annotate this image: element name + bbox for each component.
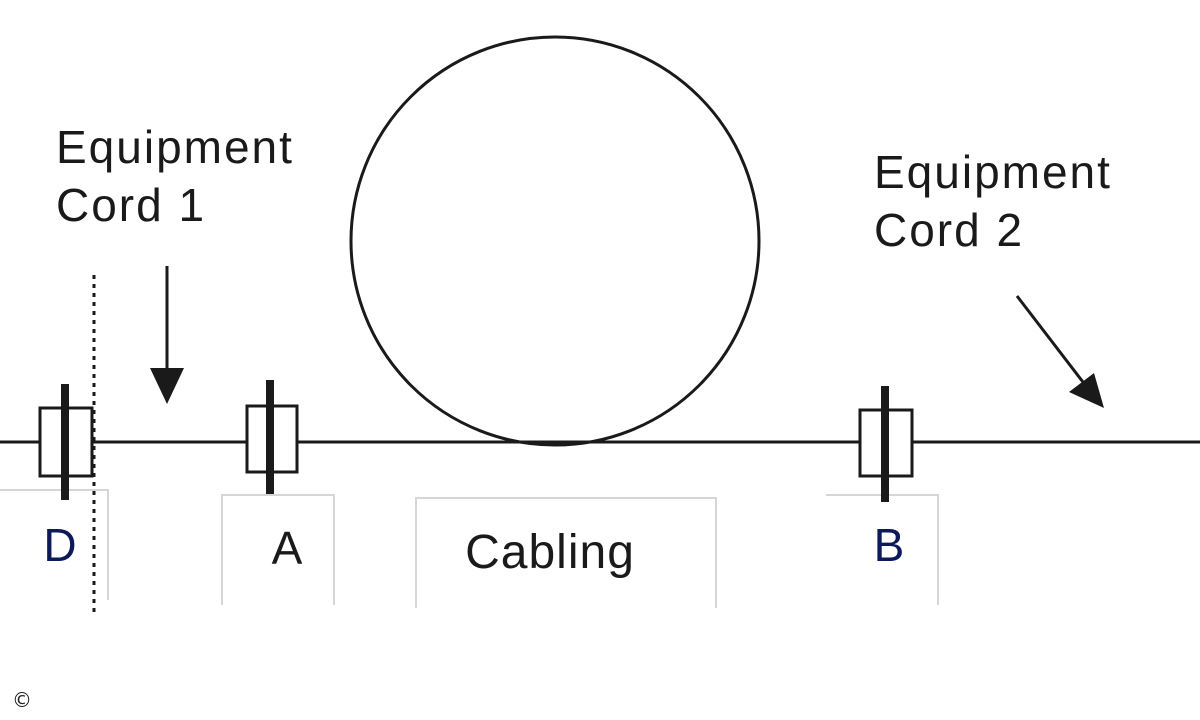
cable-coil [349, 35, 761, 447]
label-box-d [0, 489, 109, 600]
connector-b [858, 386, 914, 502]
equipment-cord-2-label: Equipment Cord 2 [874, 143, 1112, 259]
equipment-cord-2-line1: Equipment [874, 146, 1112, 198]
connector-d [38, 384, 94, 500]
equipment-cord-1-label: Equipment Cord 1 [56, 118, 294, 234]
equipment-cord-1-line2: Cord 1 [56, 179, 207, 231]
connector-a-label: A [271, 522, 303, 574]
arrow-cord-2 [1015, 295, 1104, 408]
equipment-cord-1-line1: Equipment [56, 121, 294, 173]
connector-b-label: B [873, 519, 905, 571]
label-box-a [221, 494, 335, 605]
equipment-cord-2-line2: Cord 2 [874, 204, 1025, 256]
connector-a [245, 380, 299, 494]
arrow-cord-1 [150, 266, 184, 404]
label-box-b [826, 494, 939, 605]
connector-d-label: D [43, 519, 77, 571]
cabling-label: Cabling [465, 526, 635, 579]
copyright-icon: © [12, 688, 32, 712]
label-box-cabling [415, 497, 717, 608]
